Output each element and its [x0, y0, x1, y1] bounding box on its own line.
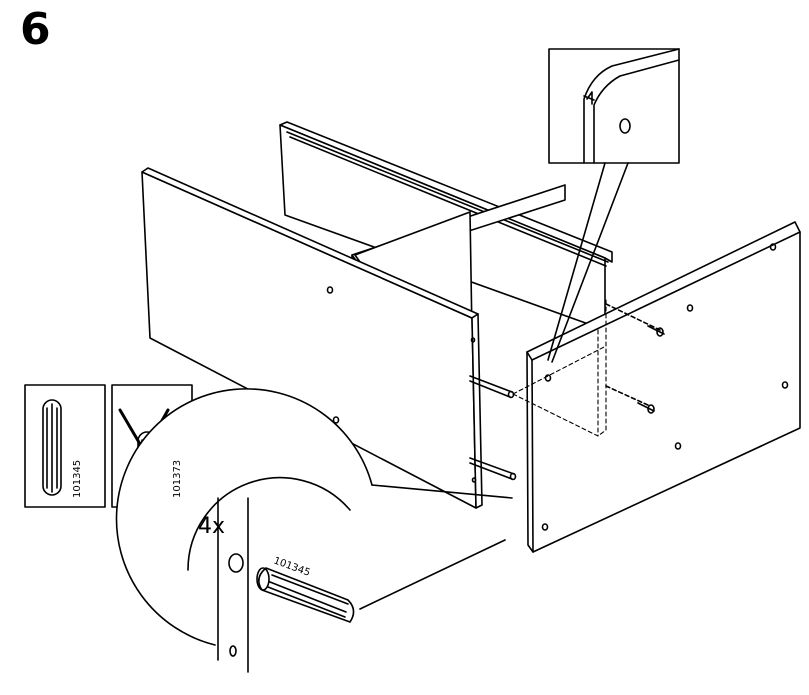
- right-panel: [526, 221, 801, 553]
- corner-detail-box: [548, 48, 680, 164]
- dowel-detail-circle: [115, 388, 513, 673]
- step-number: 6: [20, 4, 51, 55]
- guide-box: [512, 299, 607, 437]
- left-panel: [141, 167, 483, 509]
- wrong-dowel-part-label: 101373: [172, 460, 183, 498]
- dowel-left-bottom: [469, 457, 517, 481]
- dowel-detail-icon: [256, 567, 355, 623]
- dowel-right-bottom: [605, 385, 655, 414]
- correct-dowel-part-label: 101345: [72, 460, 83, 498]
- dowel-right-top: [605, 303, 665, 337]
- callout-lines: [547, 162, 629, 363]
- correct-dowel-box: [24, 384, 106, 508]
- quantity-label: 4x: [198, 514, 225, 539]
